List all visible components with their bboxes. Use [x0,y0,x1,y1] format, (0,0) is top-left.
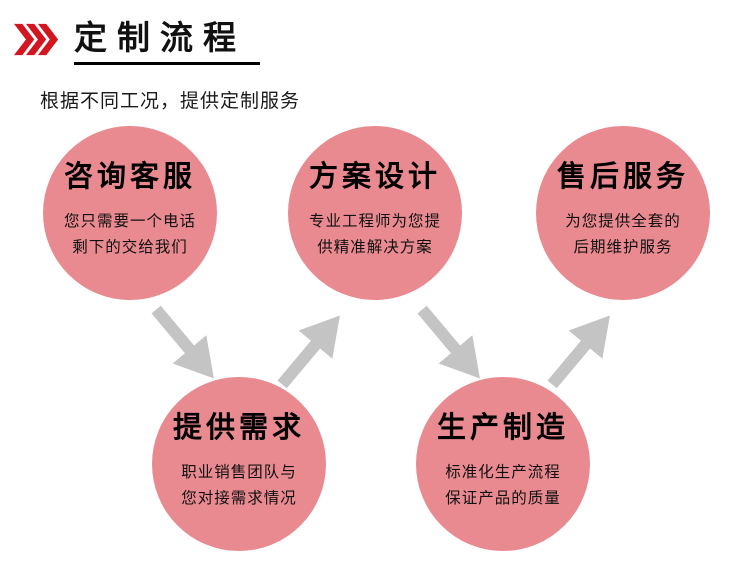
title-block: 定制流程 [74,19,260,66]
triple-chevron-right-icon [14,23,59,56]
step-title: 生产制造 [436,412,569,444]
step-description: 职业销售团队与 您对接需求情况 [181,460,297,512]
step-title: 售后服务 [556,161,689,193]
step-desc-line: 标准化生产流程 [445,463,561,481]
step-description: 专业工程师为您提 供精准解决方案 [309,209,441,261]
step-circle-solution-design: 方案设计 专业工程师为您提 供精准解决方案 [288,126,462,300]
page-subtitle: 根据不同工况，提供定制服务 [40,91,301,112]
flow-arrow-up-right-icon [547,315,610,389]
flow-arrow-down-right-icon [417,305,480,379]
step-circle-provide-requirements: 提供需求 职业销售团队与 您对接需求情况 [152,377,326,551]
step-desc-line: 供精准解决方案 [317,238,433,256]
step-circle-manufacturing: 生产制造 标准化生产流程 保证产品的质量 [416,377,590,551]
step-description: 为您提供全套的 后期维护服务 [565,209,681,261]
flow-arrow-down-right-icon [151,305,214,379]
flow-arrow-up-right-icon [277,315,340,389]
step-description: 标准化生产流程 保证产品的质量 [445,460,561,512]
step-desc-line: 保证产品的质量 [445,489,561,507]
title-underline [74,62,260,66]
step-desc-line: 为您提供全套的 [565,212,681,230]
step-description: 您只需要一个电话 剩下的交给我们 [64,209,196,261]
step-desc-line: 您对接需求情况 [181,489,297,507]
step-desc-line: 剩下的交给我们 [72,238,188,256]
step-desc-line: 后期维护服务 [573,238,673,256]
step-circle-consult-service: 咨询客服 您只需要一个电话 剩下的交给我们 [43,126,217,300]
step-title: 提供需求 [172,412,305,444]
page-title: 定制流程 [74,19,246,56]
step-circle-after-sales: 售后服务 为您提供全套的 后期维护服务 [536,126,710,300]
page-header: 定制流程 [14,19,260,66]
step-desc-line: 您只需要一个电话 [63,212,196,230]
step-title: 方案设计 [308,161,441,193]
step-desc-line: 专业工程师为您提 [308,212,441,230]
step-title: 咨询客服 [63,161,196,193]
step-desc-line: 职业销售团队与 [181,463,297,481]
